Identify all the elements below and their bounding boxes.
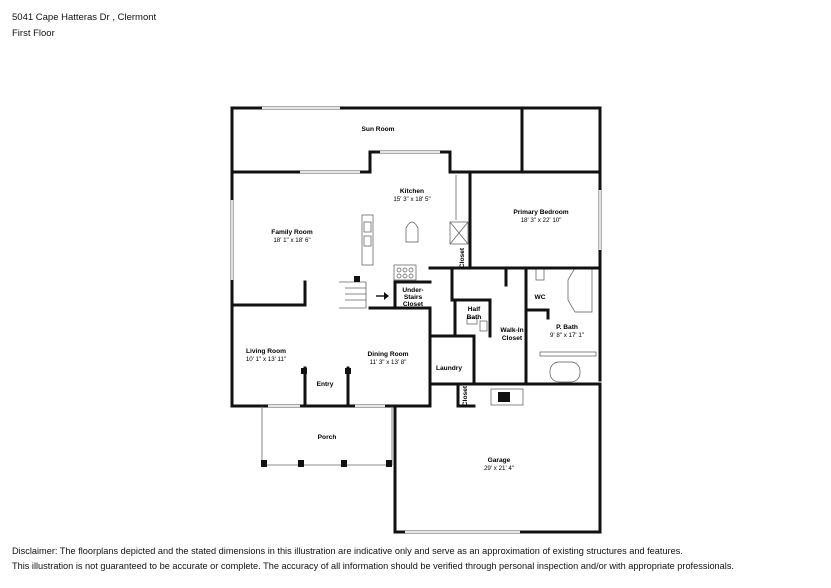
wc-label: WC (535, 294, 546, 301)
walk-in-closet-label-line2: Closet (502, 335, 523, 342)
entry-label: Entry (317, 381, 334, 388)
garage-dims: 29' x 21' 4" (484, 465, 514, 472)
kitchen-closet-label: Closet (459, 247, 466, 268)
p-bath-dims: 9' 8" x 17' 1" (550, 332, 584, 339)
kitchen-dims: 15' 3" x 18' 5" (393, 196, 430, 203)
fixtures (339, 175, 597, 406)
property-address: 5041 Cape Hatteras Dr , Clermont (12, 12, 157, 23)
kitchen-label: Kitchen (400, 188, 424, 195)
room-labels: Sun Room Kitchen 15' 3" x 18' 5" Family … (246, 126, 584, 472)
stair-arrow (354, 276, 389, 300)
laundry-closet-label: Closet (462, 385, 469, 406)
laundry-label: Laundry (436, 365, 462, 372)
porch-label: Porch (318, 434, 337, 441)
porch-outline (261, 368, 393, 467)
garage-label: Garage (488, 457, 511, 464)
disclaimer-line-1: Disclaimer: The floorplans depicted and … (12, 546, 683, 556)
half-bath-label-line1: Half (468, 306, 481, 313)
living-room-label: Living Room (246, 348, 286, 355)
floor-label: First Floor (12, 28, 55, 39)
primary-bedroom-dims: 18' 3" x 22' 10" (521, 217, 562, 224)
family-room-label: Family Room (271, 229, 313, 236)
half-bath-label-line2: Bath (467, 314, 482, 321)
under-stairs-closet-label-line1: Under- (402, 287, 423, 294)
under-stairs-closet-label-line3: Closet (403, 301, 424, 308)
walk-in-closet-label-line1: Walk-In (500, 327, 523, 334)
p-bath-label: P. Bath (556, 324, 578, 331)
primary-bedroom-label: Primary Bedroom (513, 209, 568, 216)
sun-room-label: Sun Room (362, 126, 395, 133)
under-stairs-closet-label-line2: Stairs (404, 294, 423, 301)
disclaimer-line-2: This illustration is not guaranteed to b… (12, 561, 734, 571)
living-room-dims: 10' 1" x 13' 11" (246, 356, 286, 363)
windows (230, 106, 602, 534)
family-room-dims: 18' 1" x 18' 6" (273, 237, 310, 244)
dining-room-label: Dining Room (367, 351, 408, 358)
dining-room-dims: 11' 3" x 13' 8" (370, 359, 407, 366)
walls (230, 106, 602, 534)
